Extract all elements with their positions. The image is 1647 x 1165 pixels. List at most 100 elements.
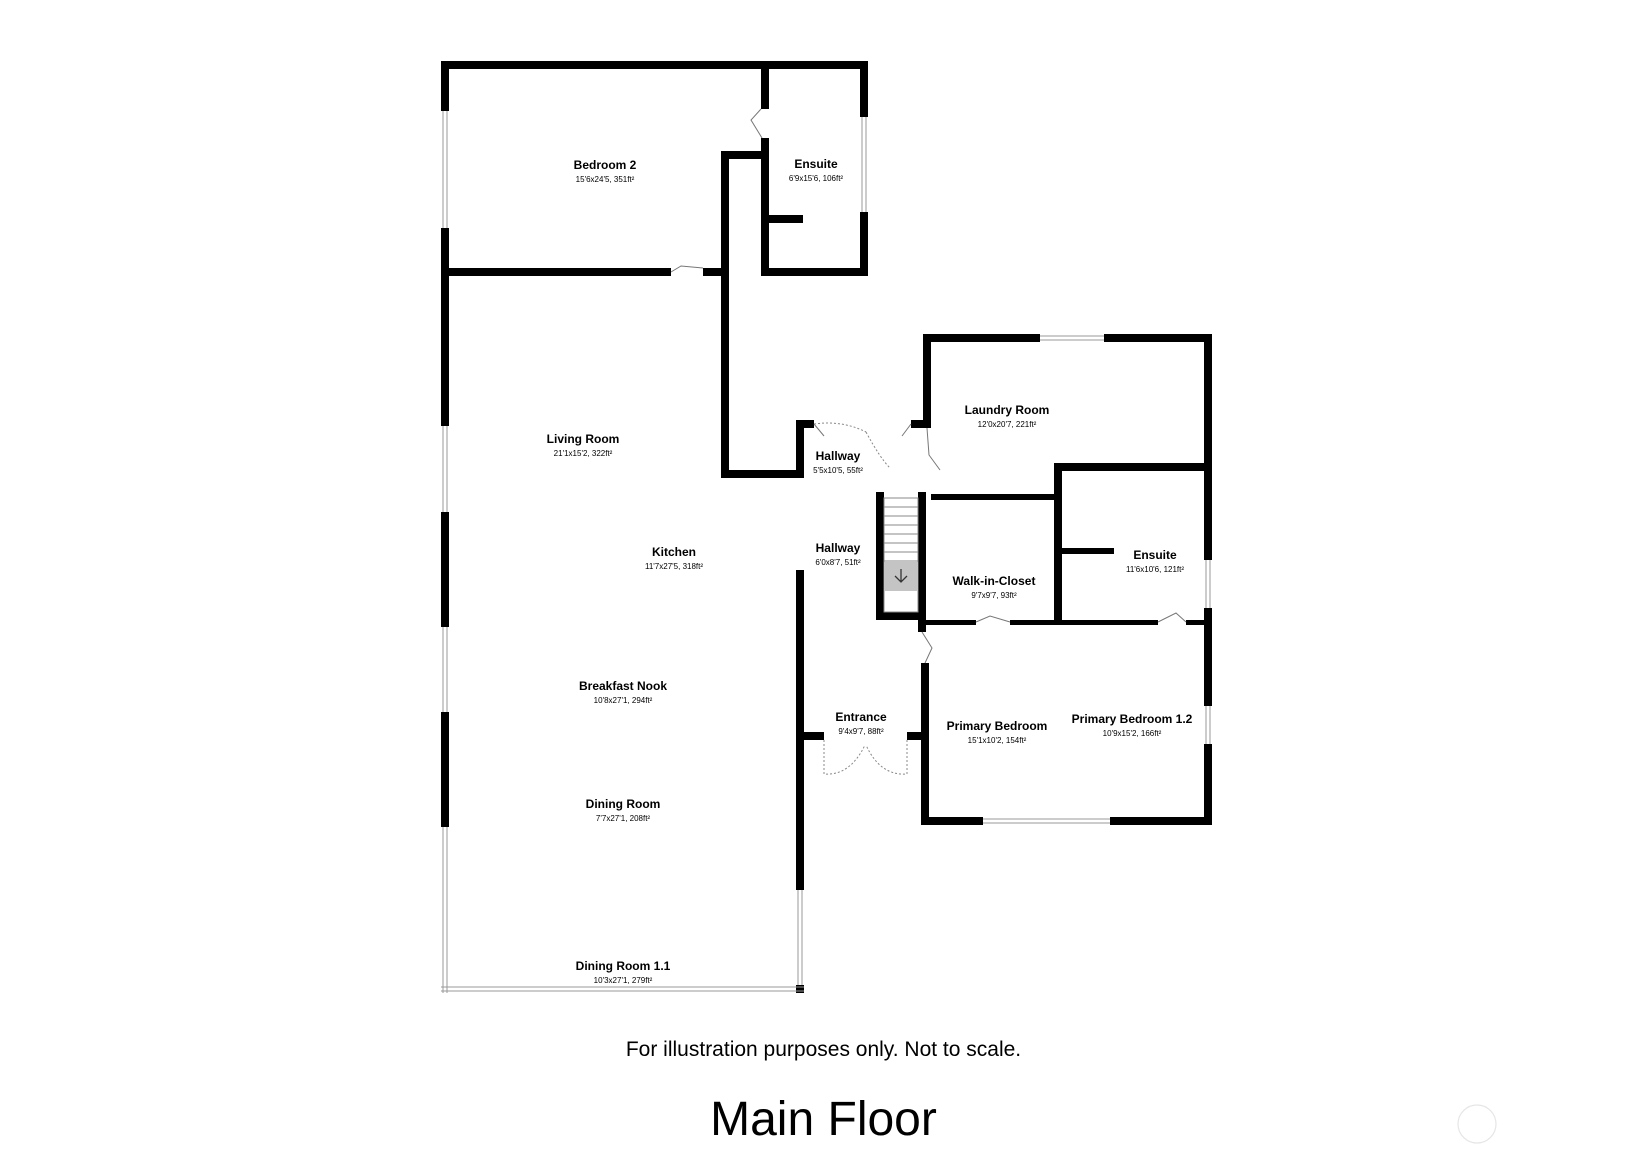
wall [931,494,1056,500]
room-dims-living-room: 21'1x15'2, 322ft² [554,449,613,458]
wall [761,268,868,276]
room-dims-dining-room-1-1: 10'3x27'1, 279ft² [594,976,653,985]
wall [441,268,671,276]
wall [761,61,769,109]
wall [1186,620,1212,625]
wall [907,732,929,740]
room-dims-laundry-room: 12'0x20'7, 221ft² [978,420,1037,429]
wall [1054,463,1212,471]
wall [441,61,769,69]
window [1205,560,1211,608]
room-name-breakfast-nook: Breakfast Nook [579,679,667,693]
floor-title: Main Floor [710,1093,937,1146]
wall [1110,817,1212,825]
room-name-walk-in-closet: Walk-in-Closet [953,574,1036,588]
wall [911,420,931,428]
room-dims-primary-bedroom-1-2: 10'9x15'2, 166ft² [1103,729,1162,738]
wall [769,61,868,69]
disclaimer: For illustration purposes only. Not to s… [625,1038,1022,1061]
wall [796,420,814,428]
wall [860,61,868,117]
door [926,427,941,471]
room-name-living-room: Living Room [547,432,620,446]
door [813,423,825,437]
stairs [883,497,919,613]
wall [923,334,931,428]
wall [1204,608,1212,706]
wall [441,712,449,827]
wall [721,470,796,478]
wall [441,512,449,627]
wall [721,151,769,159]
wall [441,268,449,426]
wall [876,492,884,620]
wall [796,420,804,478]
watermark-circle-icon [1457,1104,1497,1144]
room-dims-ensuite-lower: 11'6x10'6, 121ft² [1126,565,1184,574]
wall [703,268,729,276]
door-swing [813,422,867,433]
window [441,986,804,992]
window [1205,706,1211,744]
window [442,627,448,712]
windows [441,111,1211,993]
wall [1010,620,1158,625]
room-name-kitchen: Kitchen [652,545,696,559]
wall [1204,334,1212,560]
room-name-entrance: Entrance [835,710,887,724]
wall [769,215,803,223]
room-labels: Bedroom 2 15'6x24'5, 351ft² Ensuite 6'9x… [547,157,1193,985]
door [921,631,933,664]
wall [1054,463,1062,624]
wall [441,61,449,111]
arrow-down-icon [894,569,908,583]
room-name-hallway-upper: Hallway [816,449,861,463]
wall [761,138,769,276]
door [670,265,704,273]
room-dims-walk-in-closet: 9'7x9'7, 93ft² [971,591,1017,600]
room-dims-bedroom-2: 15'6x24'5, 351ft² [576,175,635,184]
room-name-bedroom-2: Bedroom 2 [574,158,637,172]
door [975,615,1011,623]
wall [1104,334,1212,342]
wall [918,492,926,632]
room-dims-entrance: 9'4x9'7, 88ft² [838,727,884,736]
window [1040,335,1104,341]
wall [796,985,804,993]
room-dims-hallway-upper: 5'5x10'5, 55ft² [813,466,863,475]
window [442,827,448,993]
wall [1062,548,1114,554]
room-dims-breakfast-nook: 10'8x27'1, 294ft² [594,696,653,705]
window [861,117,867,212]
walls [441,61,1212,993]
door [1157,612,1187,623]
wall [796,732,824,740]
room-name-primary-bedroom-1-2: Primary Bedroom 1.2 [1072,712,1193,726]
doors [670,108,1187,775]
room-name-ensuite-upper: Ensuite [794,157,838,171]
wall [926,620,976,625]
wall [921,817,983,825]
room-dims-primary-bedroom: 15'1x10'2, 154ft² [968,736,1027,745]
wall [860,212,868,276]
window [983,818,1110,824]
room-name-hallway-lower: Hallway [816,541,861,555]
room-name-dining-room-1-1: Dining Room 1.1 [576,959,671,973]
window [797,890,803,985]
room-name-primary-bedroom: Primary Bedroom [947,719,1048,733]
room-dims-hallway-lower: 6'0x8'7, 51ft² [815,558,861,567]
door-swing [823,740,866,775]
door-swing [865,740,908,775]
wall [876,612,926,620]
room-dims-kitchen: 11'7x27'5, 318ft² [645,562,703,571]
wall [796,570,804,890]
door [901,423,912,437]
wall [441,228,449,276]
room-dims-dining-room: 7'7x27'1, 208ft² [596,814,651,823]
door [750,108,763,139]
room-name-laundry-room: Laundry Room [965,403,1050,417]
wall [721,151,729,478]
window [442,426,448,512]
room-name-ensuite-lower: Ensuite [1133,548,1177,562]
